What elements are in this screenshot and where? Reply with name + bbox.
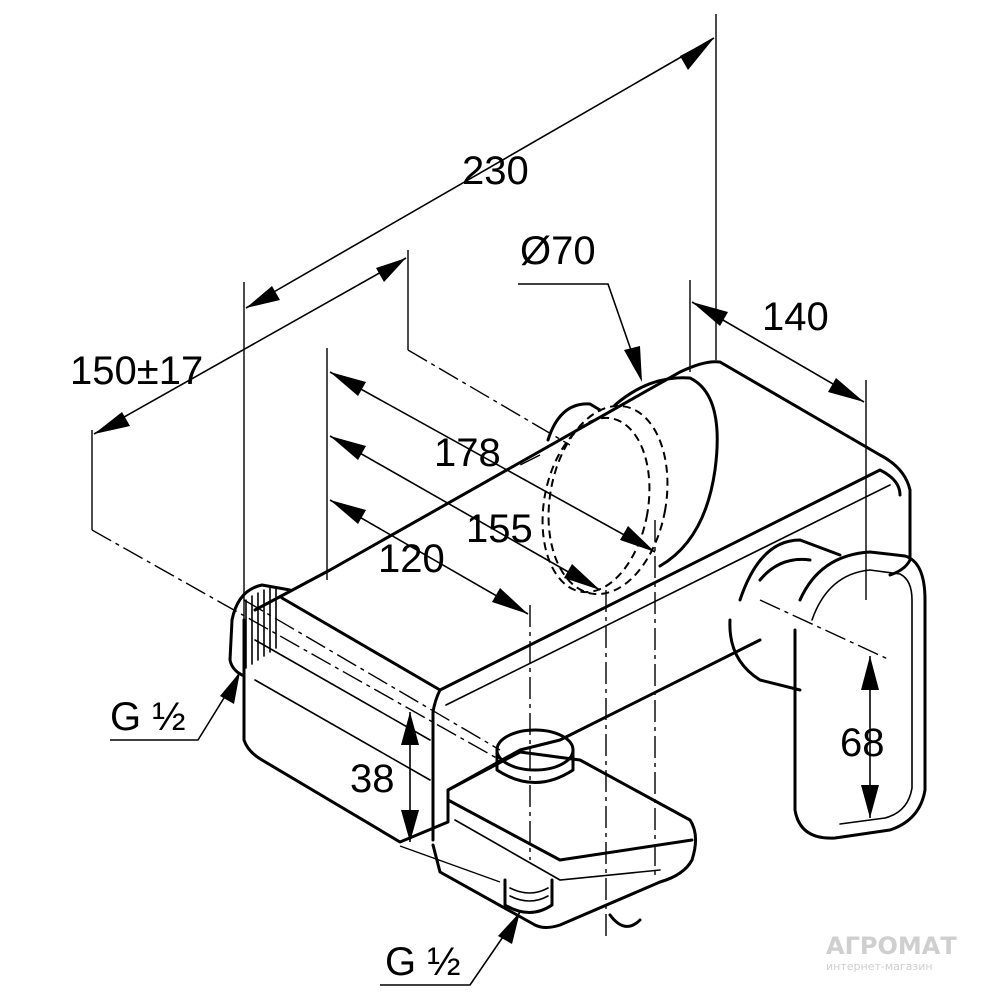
dim-178-label: 178 (434, 431, 501, 475)
round-handle (541, 376, 719, 596)
watermark-tagline: интернет-магазин (826, 960, 933, 973)
spout (431, 728, 697, 929)
dim-68-label: 68 (840, 721, 885, 765)
dimension-labels: 230 140 Ø70 150±17 178 155 120 38 68 G ½… (70, 149, 885, 984)
dim-120-label: 120 (378, 537, 445, 581)
top-face (253, 360, 912, 612)
front-top-edge (280, 596, 442, 842)
thread-inlet-label: G ½ (110, 695, 186, 739)
dim-140-label: 140 (762, 295, 829, 339)
diverter-knob (495, 728, 575, 772)
dim-155-label: 155 (466, 507, 533, 551)
rear-inlet-nut (546, 402, 602, 442)
watermark: АГРОМАТ интернет-магазин (826, 932, 957, 973)
dim-150-label: 150±17 (70, 349, 203, 393)
dim-230-label: 230 (462, 149, 529, 193)
lever-handle (728, 538, 927, 840)
thread-outlet-label: G ½ (385, 940, 461, 984)
front-face (242, 618, 762, 844)
watermark-brand: АГРОМАТ (826, 932, 957, 960)
valve-body (242, 360, 912, 844)
left-inlet-fitting (228, 583, 292, 677)
dim-diameter-70-label: Ø70 (520, 229, 596, 273)
dimension-lines (93, 37, 879, 986)
dim-38-label: 38 (350, 757, 395, 801)
